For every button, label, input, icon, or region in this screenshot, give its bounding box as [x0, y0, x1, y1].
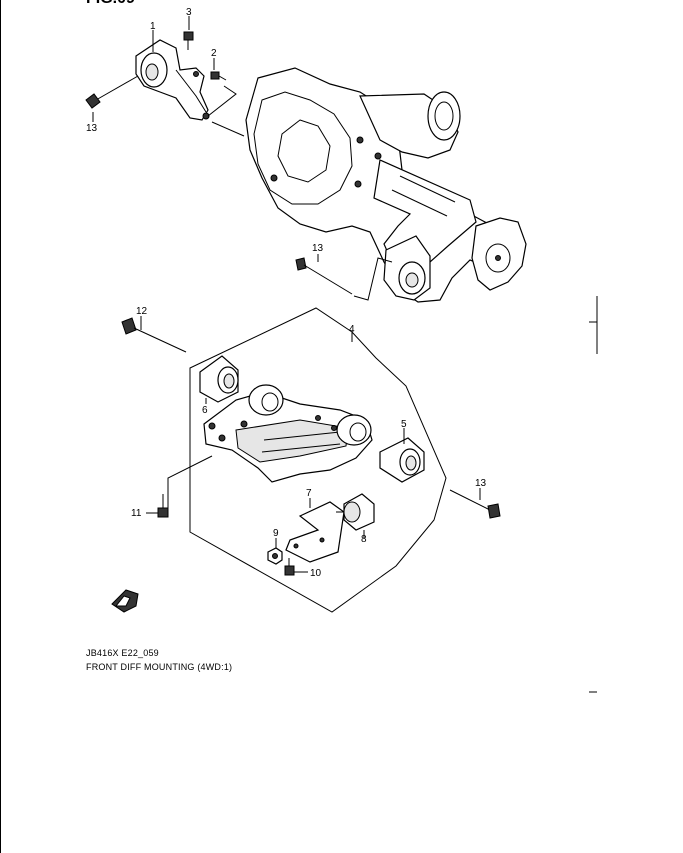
callout-13-middle: 13: [312, 243, 324, 254]
bolt-13-middle: [295, 257, 353, 295]
diagram-caption: FRONT DIFF MOUNTING (4WD:1): [86, 662, 233, 672]
figure-title: FIG.09: [86, 0, 135, 8]
part-4-crossmember: [203, 384, 373, 483]
differential-housing: [245, 67, 527, 303]
callout-7: 7: [306, 488, 312, 499]
callout-6: 6: [202, 405, 208, 416]
leader-11: [167, 455, 213, 512]
part-10-bolt: [284, 558, 295, 576]
diagram-code: JB416X E22_059: [86, 648, 159, 658]
callout-10: 10: [310, 568, 322, 579]
bolt-2: [210, 71, 227, 81]
leader-13-b-path: [353, 257, 393, 301]
callout-2: 2: [211, 48, 217, 59]
callout-11: 11: [131, 508, 142, 519]
bolt-13-lower: [449, 489, 501, 519]
front-direction-arrow-icon: [111, 589, 139, 613]
bolt-12: [121, 317, 187, 353]
leader-2-path: [207, 85, 237, 117]
callout-5: 5: [401, 419, 407, 430]
callout-8: 8: [361, 534, 367, 545]
part-8-rubber-mount: [336, 493, 375, 531]
callout-12: 12: [136, 306, 148, 317]
callout-1: 1: [150, 21, 156, 32]
part-4-outline-box: [189, 307, 447, 613]
part-5-bushing: [379, 437, 425, 483]
part-7-bracket: [285, 501, 345, 563]
bolt-3: [183, 31, 194, 50]
callout-3: 3: [186, 7, 192, 18]
callout-4: 4: [349, 324, 355, 335]
leader-housing: [211, 121, 245, 137]
bolt-11: [157, 494, 169, 518]
callout-9: 9: [273, 528, 279, 539]
part-6-bushing: [199, 355, 239, 403]
bolt-13-upper: [85, 75, 139, 109]
part-9-nut: [267, 547, 283, 565]
part-1-mount-bracket: [135, 39, 210, 121]
callout-13-lower: 13: [475, 478, 487, 489]
callout-13-upper: 13: [86, 123, 98, 134]
